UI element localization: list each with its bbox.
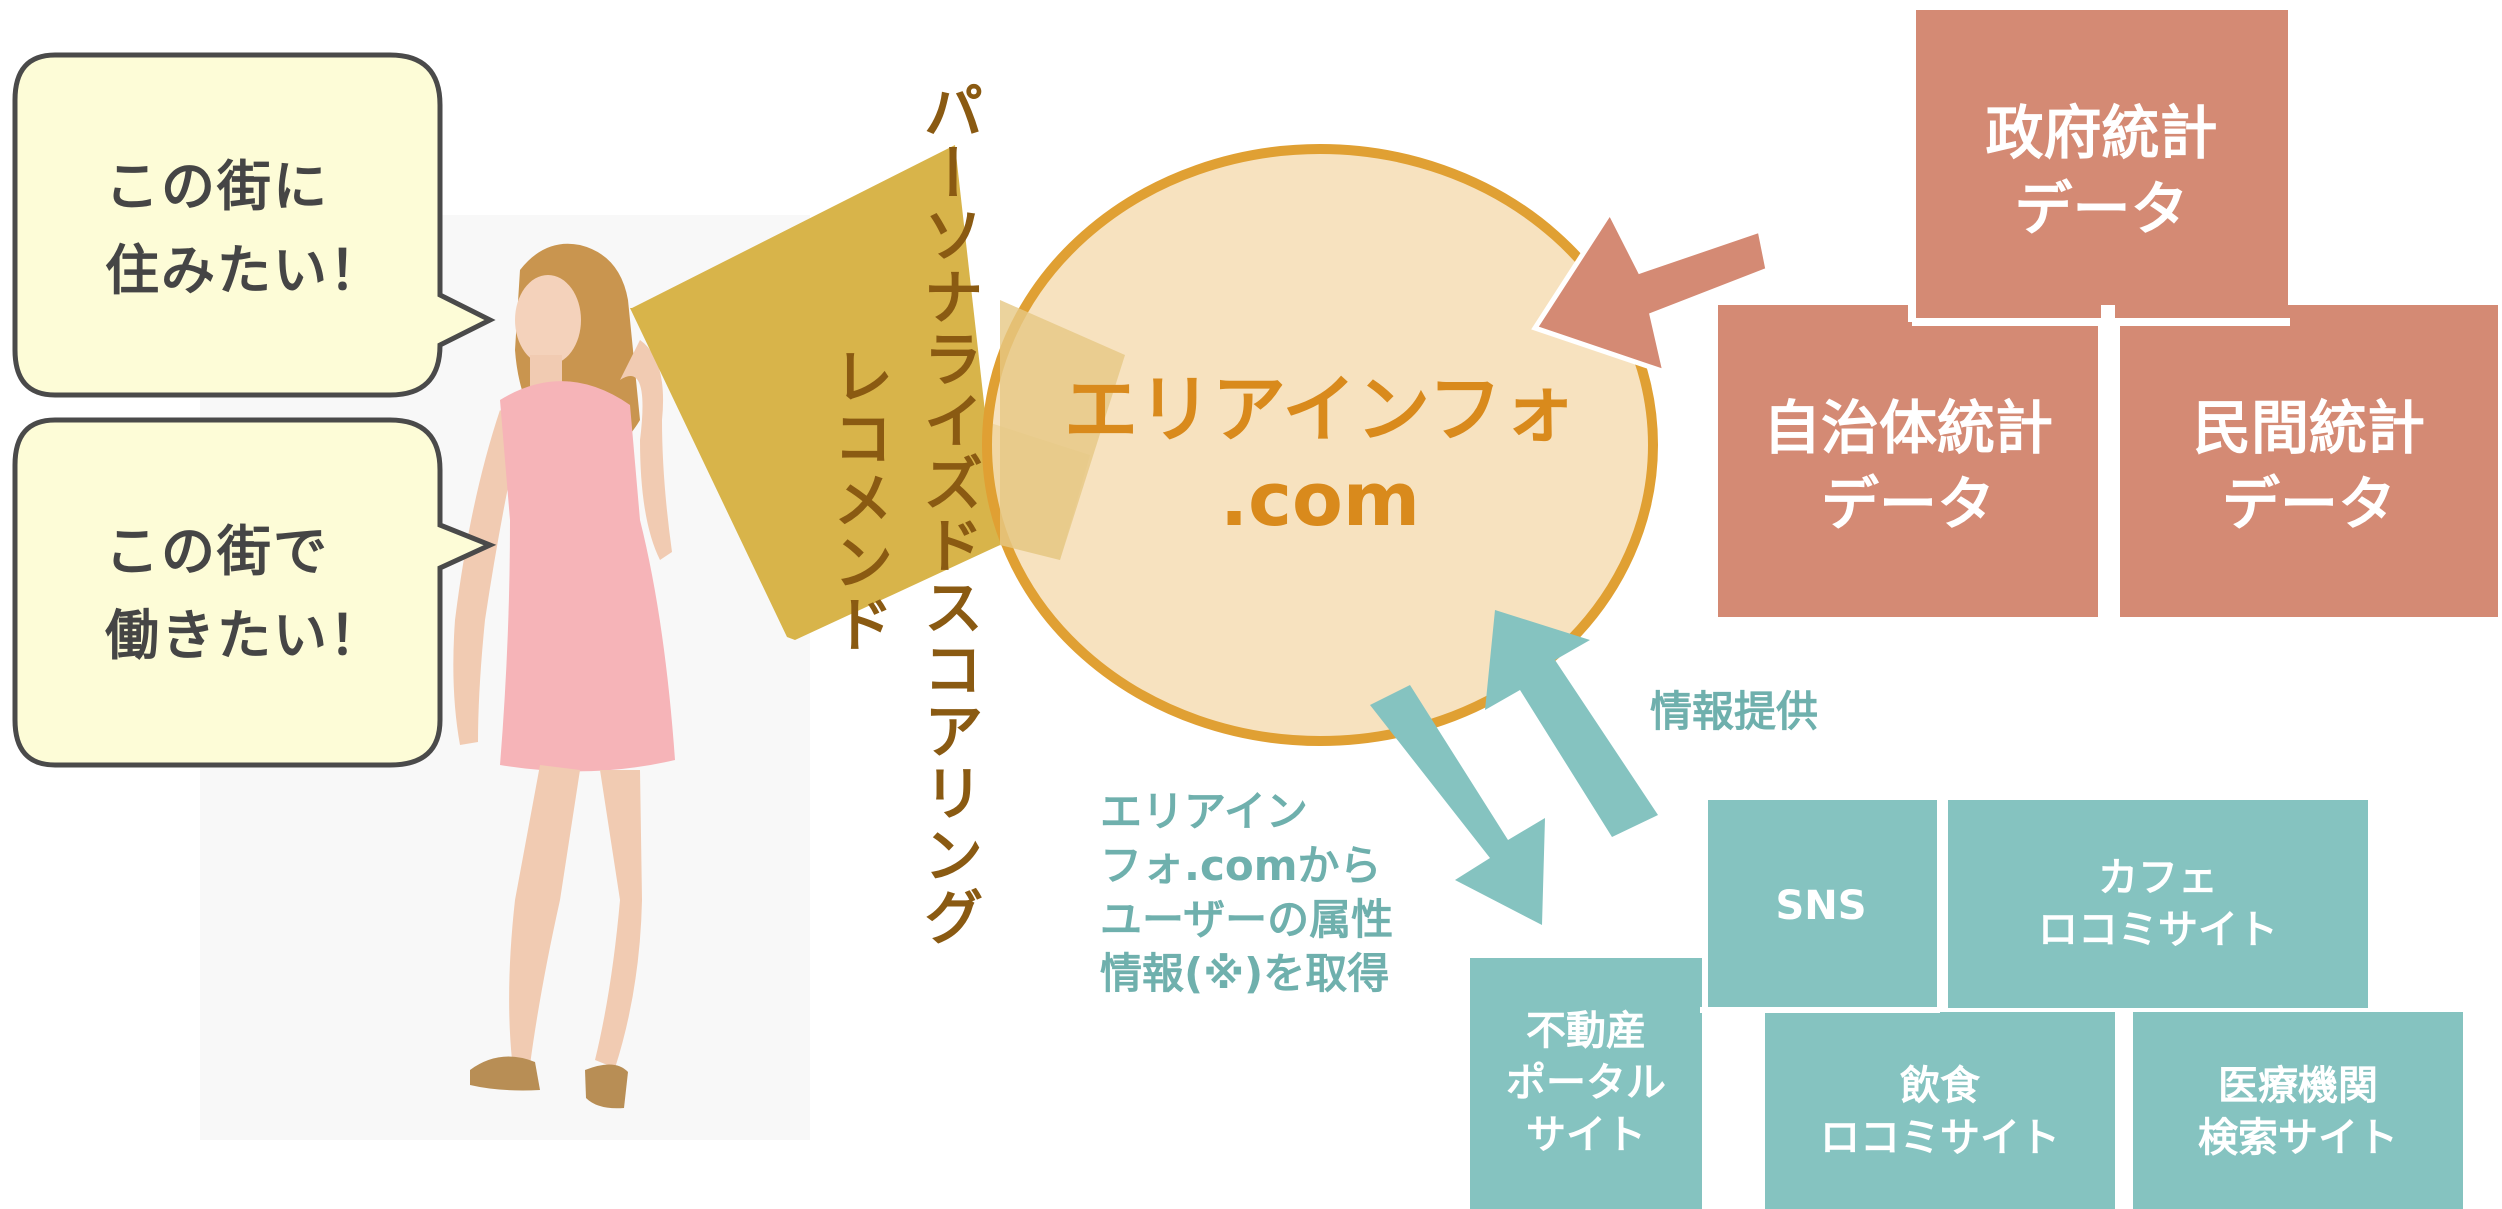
bubble-1-line2: 住みたい！ [105, 239, 385, 302]
source-realestate-line2: ポータル [1506, 1060, 1666, 1106]
stats-government-line1: 政府統計 [1985, 99, 2218, 167]
recommend-arrow-head [632, 145, 1000, 635]
stats-municipal-line2: データ [1820, 470, 1995, 538]
source-medical-line2: 検索サイト [2198, 1115, 2398, 1161]
source-box-sns [1705, 800, 1937, 1008]
acquire-label-line3: ユーザーの属性 [1100, 895, 1394, 944]
provide-arrow-up [1485, 610, 1658, 837]
bubble-2-text: この街で 働きたい！ [105, 510, 385, 678]
stats-box-government [1915, 10, 2288, 325]
source-box-medical [2133, 1012, 2463, 1209]
source-cafe-line1: カフェ [2098, 855, 2218, 901]
recommend-label-line1: パーソナライズドスコアリング [913, 80, 983, 948]
recommend-arrow-overlap [1000, 300, 1125, 560]
source-sns-line1: SNS [1775, 883, 1867, 929]
acquire-arrow-down [1370, 685, 1545, 925]
stats-government-line2: データ [2014, 175, 2189, 243]
bubble-2-line2: 働きたい！ [105, 604, 385, 667]
speech-bubble-1 [12, 52, 496, 398]
bubble-1-text: この街に 住みたい！ [105, 145, 385, 313]
stats-arrow [1531, 206, 1771, 376]
source-food-line2: ロコミサイト [1820, 1115, 2060, 1161]
stats-private-line1: 民間統計 [2192, 394, 2425, 462]
provide-label: 情報提供 [1650, 687, 1819, 736]
speech-bubble-2 [12, 417, 497, 768]
source-box-realestate [1470, 958, 1702, 1209]
stats-box-municipal [1718, 305, 2098, 617]
source-realestate-line1: 不動産 [1526, 1008, 1646, 1054]
bubble-1-line1: この街に [105, 155, 329, 218]
stats-box-private [2120, 305, 2498, 617]
stats-municipal-label: 自治体統計 データ [1718, 390, 2098, 542]
center-circle [982, 144, 1658, 746]
acquire-label-line4: 情報(※)を取得 [1100, 949, 1390, 998]
stats-private-line2: データ [2221, 470, 2396, 538]
source-medical-label: 医療機関 検索サイト [2133, 1060, 2463, 1164]
recommend-label-line2: レコメンド [823, 345, 893, 655]
source-realestate-line3: サイト [1526, 1112, 1646, 1158]
acquire-label: エリアイン フォ.comから ユーザーの属性 情報(※)を取得 [1100, 785, 1393, 1001]
center-title: エリアインフォ .com [1020, 365, 1620, 545]
center-title-line1: エリアインフォ [1063, 367, 1577, 453]
stats-government-label: 政府統計 データ [1915, 95, 2288, 247]
acquire-label-line1: エリアイン [1100, 787, 1308, 836]
stats-municipal-line1: 自治体統計 [1762, 394, 2053, 462]
source-box-cafe [1948, 800, 2368, 1008]
source-cafe-line2: ロコミサイト [2038, 907, 2278, 953]
source-food-line1: 飲食 [1900, 1063, 1980, 1109]
source-sns-label: SNS [1705, 880, 1937, 932]
center-title-line2: .com [1220, 457, 1420, 543]
source-food-label: 飲食 ロコミサイト [1765, 1060, 2115, 1164]
source-medical-line1: 医療機関 [2218, 1063, 2378, 1109]
acquire-label-line2: フォ.comから [1100, 841, 1382, 890]
source-realestate-label: 不動産 ポータル サイト [1470, 1005, 1702, 1161]
source-box-food [1765, 1012, 2115, 1209]
bubble-2-line1: この街で [105, 520, 329, 583]
source-cafe-label: カフェ ロコミサイト [1948, 852, 2368, 956]
stats-private-label: 民間統計 データ [2120, 390, 2498, 542]
